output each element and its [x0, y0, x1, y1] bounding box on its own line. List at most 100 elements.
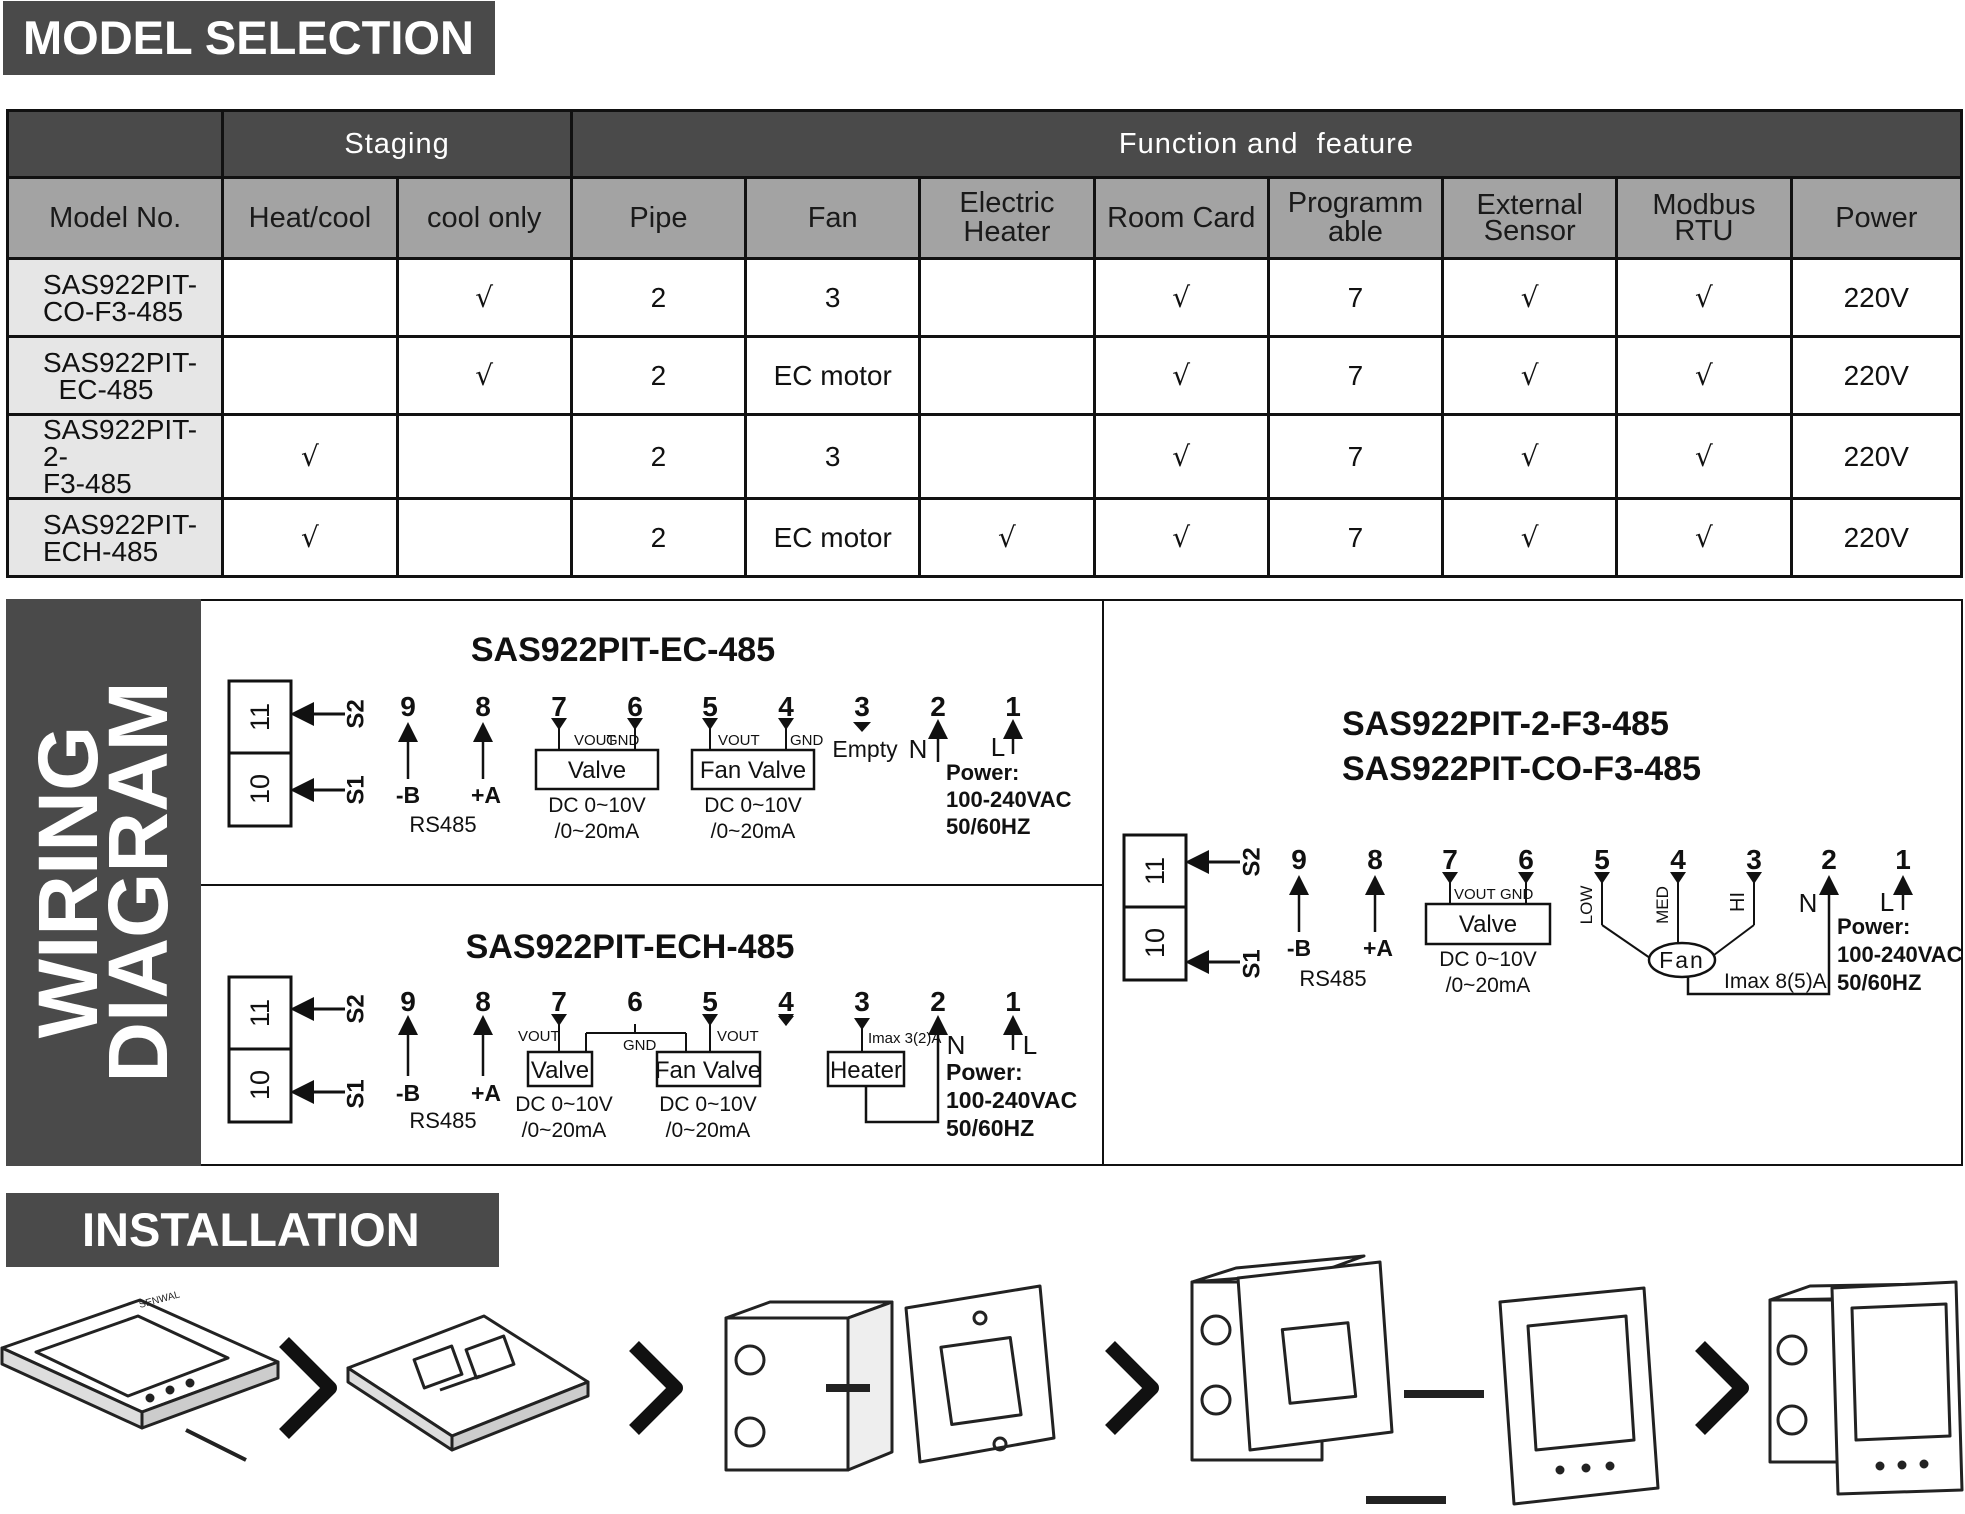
- fan-valve-dc: DC 0~10V: [704, 794, 801, 817]
- col-cool-only: cool only: [395, 176, 573, 260]
- terminal-num: 5: [702, 986, 718, 1017]
- cell-room-card: √: [1092, 413, 1270, 500]
- heater-label: Heater: [830, 1057, 902, 1084]
- fan-valve-vout: VOUT: [717, 1028, 759, 1045]
- terminal-num: 8: [475, 986, 491, 1017]
- fan-valve-vout: VOUT: [718, 732, 760, 749]
- valve-vout: VOUT: [574, 732, 616, 749]
- diagram-f3-title-1: SAS922PIT-2-F3-485: [1342, 705, 1669, 743]
- cell-heater: [918, 413, 1096, 500]
- cell-heat-cool: √: [221, 413, 399, 500]
- terminal-num: 3: [854, 691, 870, 722]
- terminal-empty: Empty: [832, 736, 898, 762]
- col-electric-heater: Electric Heater: [918, 176, 1096, 260]
- terminal-num: 4: [1670, 844, 1686, 875]
- cell-room-card: √: [1092, 497, 1270, 578]
- terminal-num: 1: [1005, 691, 1021, 722]
- col-programmable: Programm able: [1266, 176, 1445, 260]
- cell-model: SAS922PIT- ECH-485: [5, 497, 225, 578]
- terminal-n: N: [947, 1030, 966, 1060]
- fan-valve-dc: DC 0~10V: [659, 1093, 756, 1116]
- fan-valve-box: [655, 1050, 762, 1088]
- diagram-ec-485: SAS922PIT-EC-485 11 10 S2 S1 9 8 7 6 5 4…: [227, 631, 1072, 843]
- valve-label: Valve: [568, 757, 626, 784]
- cell-model: SAS922PIT- CO-F3-485: [5, 257, 225, 338]
- rs485-label: RS485: [409, 1108, 476, 1133]
- cell-external-sensor: √: [1441, 335, 1619, 416]
- terminal-num: 2: [930, 691, 946, 722]
- diagram-ec-title: SAS922PIT-EC-485: [471, 631, 775, 669]
- terminal-num: 6: [627, 986, 643, 1017]
- valve-ma: /0~20mA: [1446, 974, 1531, 997]
- valve-vout: VOUT: [1454, 886, 1496, 903]
- terminal-11: 11: [1140, 857, 1170, 885]
- fan-speed-hi: HI: [1727, 892, 1749, 912]
- rs485-minus-b: -B: [396, 1080, 420, 1106]
- cell-heat-cool: [221, 335, 399, 416]
- valve-box: [1424, 902, 1552, 946]
- power-label: Power:: [946, 1059, 1023, 1085]
- col-power: Power: [1789, 176, 1964, 260]
- terminal-num: 2: [1821, 844, 1837, 875]
- valve-ma: /0~20mA: [522, 1119, 607, 1142]
- fan-speed-low: LOW: [1577, 886, 1596, 925]
- valve-dc: DC 0~10V: [548, 794, 645, 817]
- cell-modbus: √: [1615, 413, 1793, 500]
- sensor-s2: S2: [342, 699, 369, 728]
- col-room-card: Room Card: [1092, 176, 1270, 260]
- cell-fan: EC motor: [744, 497, 922, 578]
- cell-room-card: √: [1092, 257, 1270, 338]
- terminal-num: 5: [1594, 844, 1610, 875]
- power-frequency: 50/60HZ: [946, 814, 1030, 839]
- terminal-11: 11: [245, 703, 275, 731]
- valve-dc: DC 0~10V: [1439, 948, 1536, 971]
- shared-gnd: GND: [623, 1037, 657, 1054]
- terminal-num: 6: [1518, 844, 1534, 875]
- terminal-n: N: [909, 734, 928, 764]
- wiring-diagram-tab: [6, 599, 201, 1166]
- diagram-f3-485: SAS922PIT-2-F3-485 SAS922PIT-CO-F3-485 1…: [1122, 705, 1963, 997]
- cell-programmable: 7: [1266, 257, 1445, 338]
- terminal-num: 7: [1442, 844, 1458, 875]
- col-pipe: Pipe: [569, 176, 748, 260]
- cell-pipe: 2: [569, 413, 748, 500]
- header-function-feature: Function and feature: [569, 109, 1964, 179]
- sensor-s1: S1: [342, 775, 369, 804]
- valve-dc: DC 0~10V: [515, 1093, 612, 1116]
- fan-speed-med: MED: [1653, 886, 1672, 924]
- power-label: Power:: [946, 760, 1019, 785]
- cell-modbus: √: [1615, 335, 1793, 416]
- power-label: Power:: [1837, 914, 1910, 939]
- terminal-11: 11: [245, 999, 275, 1027]
- terminal-num: 9: [1291, 844, 1307, 875]
- cell-pipe: 2: [569, 257, 748, 338]
- rs485-plus-a: +A: [471, 782, 501, 808]
- fan-motor-label: Fan: [1659, 947, 1705, 973]
- terminal-num: 3: [854, 986, 870, 1017]
- terminal-10: 10: [245, 1070, 275, 1100]
- valve-vout: VOUT: [518, 1028, 560, 1045]
- table-row: SAS922PIT- CO-F3-485 √ 2 3 √ 7 √ √ 220V: [5, 257, 1964, 338]
- cell-fan: 3: [744, 257, 922, 338]
- terminal-l: L: [1023, 1030, 1037, 1060]
- terminal-num: 9: [400, 986, 416, 1017]
- cell-power: 220V: [1789, 413, 1964, 500]
- wiring-divider-horizontal: [201, 884, 1103, 886]
- cell-power: 220V: [1789, 257, 1964, 338]
- cell-external-sensor: √: [1441, 497, 1619, 578]
- cell-external-sensor: √: [1441, 257, 1619, 338]
- valve-gnd: GND: [606, 732, 640, 749]
- terminal-num: 1: [1895, 844, 1911, 875]
- cell-heater: [918, 257, 1096, 338]
- col-model-no: Model No.: [5, 176, 225, 260]
- sensor-s1: S1: [1238, 949, 1265, 978]
- cell-cool-only: √: [395, 335, 573, 416]
- power-voltage: 100-240VAC: [1837, 942, 1963, 967]
- cell-heater: √: [918, 497, 1096, 578]
- col-modbus-rtu: Modbus RTU: [1615, 176, 1793, 260]
- sensor-s2: S2: [342, 994, 369, 1023]
- header-staging: Staging: [221, 109, 573, 179]
- power-voltage: 100-240VAC: [946, 1087, 1077, 1113]
- terminal-n: N: [1799, 888, 1818, 918]
